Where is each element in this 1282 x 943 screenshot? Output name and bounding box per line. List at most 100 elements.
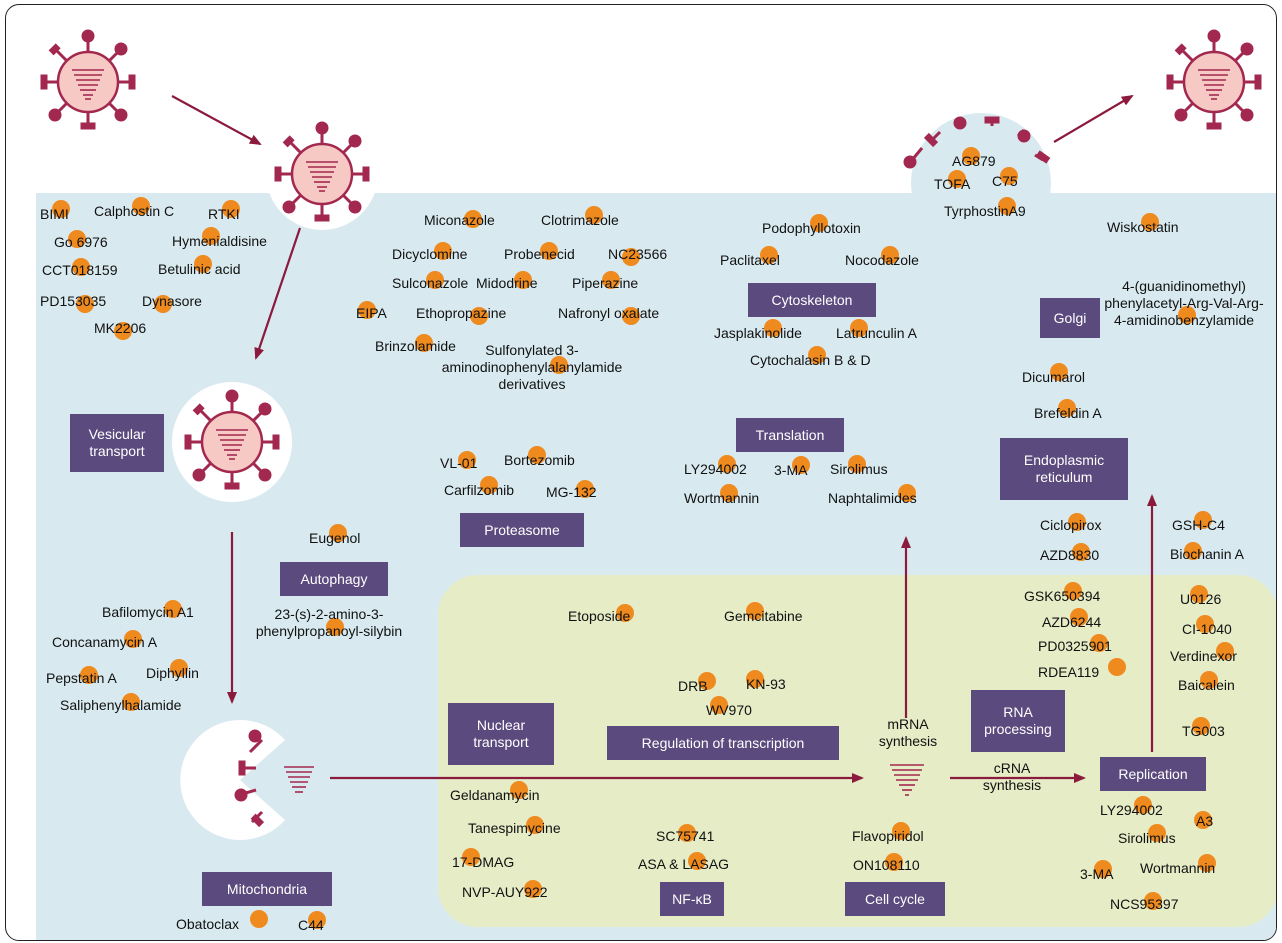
drug-label: Midodrine: [476, 271, 537, 292]
drug-label: BIMI: [40, 200, 70, 223]
drug-label: ASA & LASAG: [638, 852, 729, 873]
drug-label: Carfilzomib: [444, 476, 514, 499]
drug-label: Brinzolamide: [375, 334, 456, 355]
box-cell-cycle: Cell cycle: [845, 882, 945, 916]
drug-label: AG879: [952, 147, 996, 170]
drug-label: Wortmannin: [684, 484, 759, 507]
drug-label: DRB: [678, 672, 716, 695]
drug-label: Baicalein: [1178, 671, 1235, 694]
drug-label: 3-MA: [774, 456, 810, 479]
nucleus: [438, 575, 1276, 927]
drug-label: AZD6244: [1042, 608, 1101, 631]
box-mitochondria: Mitochondria: [202, 872, 332, 906]
box-proteasome: Proteasome: [460, 513, 584, 547]
drug-label: Nocodazole: [845, 246, 919, 269]
box-autophagy: Autophagy: [280, 562, 388, 596]
drug-label: 17-DMAG: [452, 848, 514, 871]
drug-label: Cytochalasin B & D: [750, 346, 871, 369]
drug-label: Naphtalimides: [828, 484, 917, 507]
box-translation: Translation: [736, 418, 844, 452]
drug-label: Clotrimazole: [541, 206, 619, 229]
drug-label: 4-(guanidinomethyl) phenylacetyl-Arg-Val…: [1104, 278, 1264, 328]
drug-label: Sulfonylated 3-aminodinophenylalanylamid…: [441, 342, 623, 392]
drug-label: Wiskostatin: [1107, 213, 1179, 236]
drug-label: Ciclopirox: [1040, 513, 1101, 534]
drug-label: Ethopropazine: [416, 305, 506, 325]
drug-label: Eugenol: [309, 524, 360, 547]
drug-label: VL-01: [440, 451, 477, 472]
box-golgi: Golgi: [1040, 298, 1100, 338]
drug-label: NVP-AUY922: [462, 880, 548, 901]
drug-label: MG-132: [546, 480, 597, 501]
drug-label: LY294002: [1100, 796, 1163, 819]
drug-label: Geldanamycin: [450, 781, 540, 804]
drug-label: U0126: [1180, 585, 1221, 608]
rnp-in-nucleus: [890, 764, 924, 796]
drug-label: 23-(s)-2-amino-3-phenylpropanoyl-silybin: [255, 606, 403, 639]
box-vesicular-transport: Vesicular transport: [70, 414, 164, 472]
box-cytoskeleton: Cytoskeleton: [748, 283, 876, 317]
drug-label: NCS95397: [1110, 892, 1179, 913]
drug-label: Dicyclomine: [392, 242, 467, 263]
box-nuclear-transport: Nuclear transport: [448, 703, 554, 765]
released-glycoproteins: [234, 729, 265, 828]
drug-label: Sirolimus: [830, 455, 888, 478]
drug-label: C44: [298, 911, 326, 934]
drug-label: MK2206: [94, 320, 146, 340]
drug-label: Miconazole: [424, 210, 495, 228]
drug-label: Obatoclax: [176, 910, 268, 933]
drug-label: Go 6976: [54, 230, 108, 251]
drug-label: CI-1040: [1182, 615, 1232, 638]
drug-label: WV970: [706, 696, 752, 719]
drug-label: A3: [1194, 811, 1214, 829]
box-replication: Replication: [1100, 757, 1206, 791]
drug-label: RTKI: [208, 200, 240, 223]
drug-label: NC23566: [608, 246, 667, 266]
drug-label: Sulconazole: [392, 271, 468, 292]
label-mrna-synthesis: mRNA synthesis: [878, 716, 938, 749]
drug-label: Jasplakinolide: [714, 319, 802, 342]
virion-released: [1166, 29, 1262, 130]
drug-label: Hymenialdisine: [172, 227, 267, 250]
drug-label: Podophyllotoxin: [762, 214, 861, 237]
drug-label: Betulinic acid: [158, 255, 241, 278]
drug-label: Latrunculin A: [836, 319, 917, 342]
drug-label: Bortezomib: [504, 446, 575, 469]
drug-label: Gemcitabine: [724, 602, 803, 625]
label-crna-synthesis: cRNA synthesis: [982, 760, 1042, 793]
drug-label: C75: [992, 167, 1018, 190]
drug-label: Tanespimycine: [468, 816, 561, 837]
drug-label: KN-93: [746, 670, 786, 693]
drug-label: 3-MA: [1080, 860, 1113, 883]
drug-label: AZD8830: [1040, 543, 1099, 564]
drug-label: PD0325901: [1038, 634, 1112, 655]
box-nf-kb: NF-κB: [660, 882, 724, 916]
drug-label: Diphyllin: [146, 659, 199, 682]
drug-label: Etoposide: [568, 604, 634, 625]
drug-label: Biochanin A: [1170, 542, 1244, 563]
drug-label: Piperazine: [572, 271, 638, 292]
drug-label: Sirolimus: [1118, 824, 1176, 847]
drug-label: Nafronyl oxalate: [558, 305, 659, 325]
virion-incoming: [40, 29, 136, 130]
drug-label: Verdinexor: [1170, 642, 1237, 665]
drug-label: Calphostin C: [94, 197, 174, 220]
drug-label: TOFA: [934, 170, 970, 193]
uncoating-vesicle: [180, 720, 285, 840]
box-endoplasmic-reticulum: Endoplasmic reticulum: [1000, 438, 1128, 500]
drug-label: CCT018159: [42, 258, 118, 279]
drug-label: TyrphostinA9: [944, 197, 1026, 220]
drug-label: Concanamycin A: [52, 630, 157, 651]
drug-label: PD153035: [40, 293, 106, 313]
box-regulation-of-transcription: Regulation of transcription: [607, 726, 839, 760]
drug-label: Brefeldin A: [1034, 399, 1102, 422]
drug-label: Probenecid: [504, 242, 575, 263]
drug-label: LY294002: [684, 455, 747, 478]
drug-label: RDEA119: [1038, 658, 1126, 681]
drug-label: GSK650394: [1024, 582, 1100, 605]
drug-label: Dicumarol: [1022, 363, 1085, 386]
drug-label: GSH-C4: [1172, 511, 1225, 534]
drug-label: Saliphenylhalamide: [60, 693, 181, 714]
drug-label: Pepstatin A: [46, 666, 117, 687]
